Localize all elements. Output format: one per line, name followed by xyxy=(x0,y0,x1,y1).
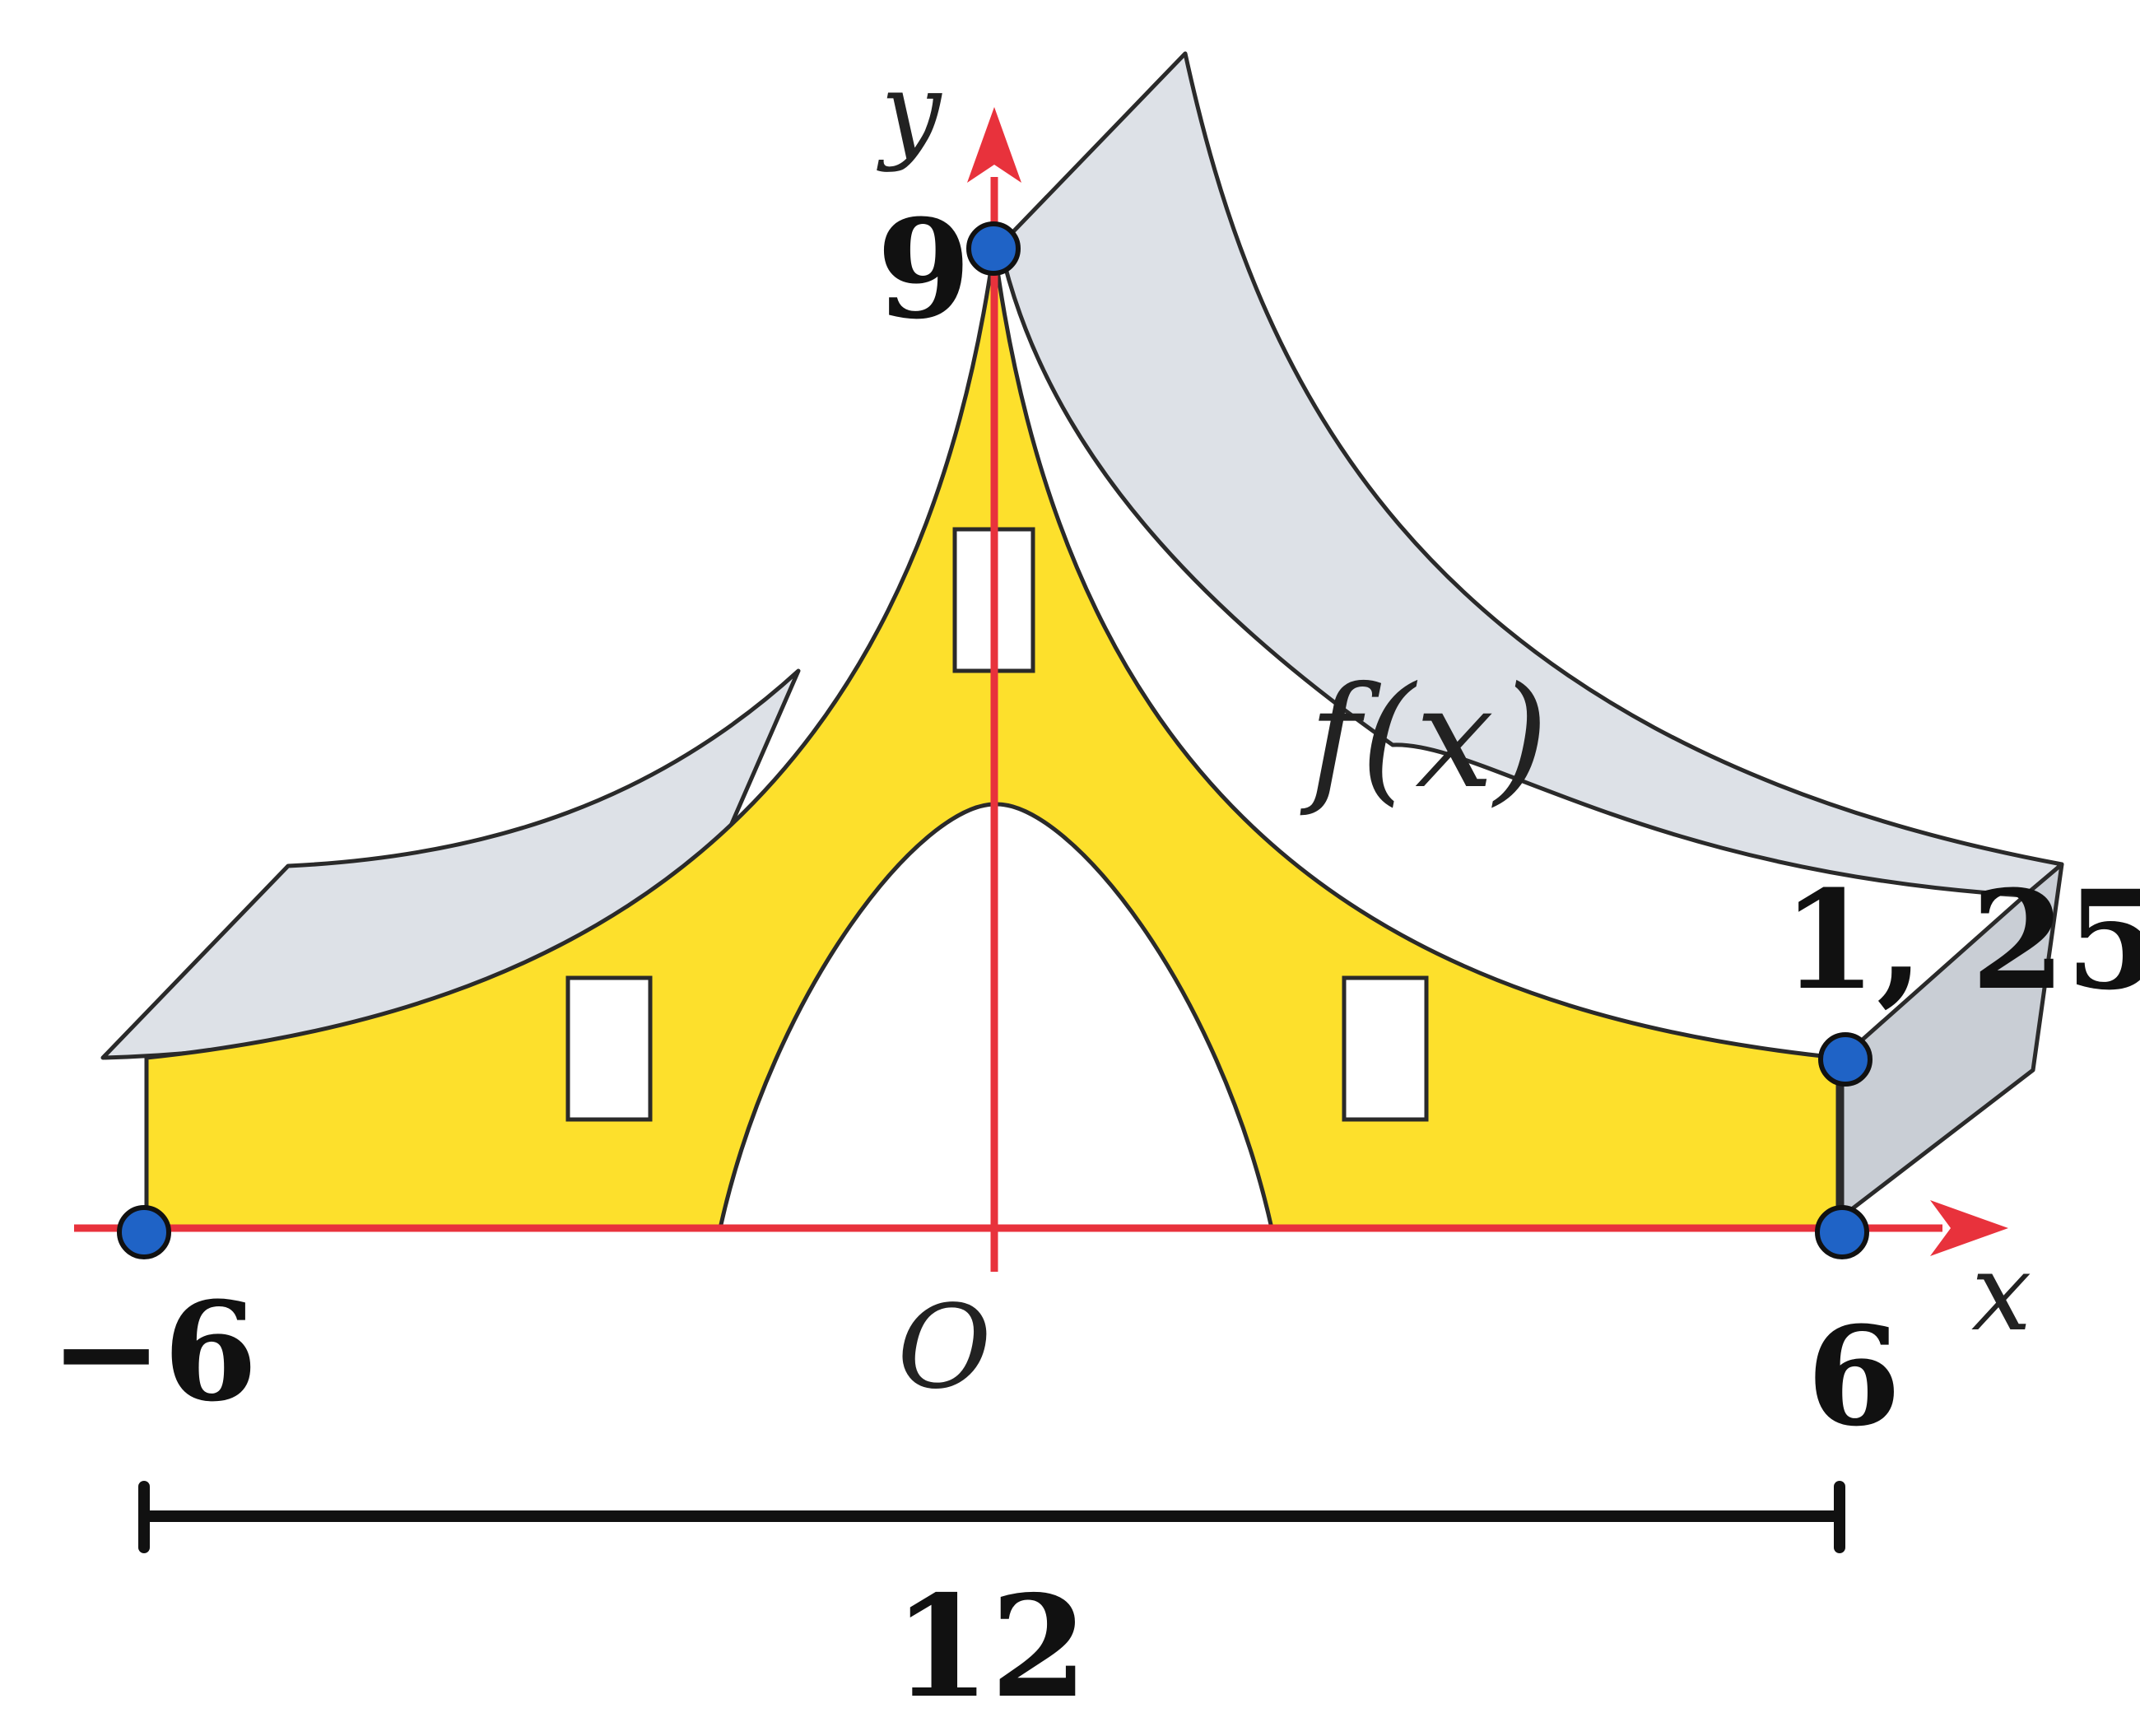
right-x-label: 6 xyxy=(1807,1296,1901,1456)
y-axis-label: y xyxy=(877,49,942,174)
point-peak xyxy=(966,221,1021,276)
curve-label: f(x) xyxy=(1300,657,1548,820)
point-right-base xyxy=(1815,1205,1869,1259)
x-axis-label: x xyxy=(1971,1230,2031,1355)
y-axis-arrow xyxy=(967,107,1021,183)
width-label: 12 xyxy=(893,1565,1088,1729)
window-right xyxy=(1342,975,1429,1122)
x-axis-arrow xyxy=(1930,1200,2008,1256)
point-right-height xyxy=(1818,1032,1872,1087)
right-height-label: 1, 25 xyxy=(1782,860,2140,1020)
roof-right-side xyxy=(1840,862,2064,1219)
left-x-label: −6 xyxy=(49,1272,258,1431)
roof-back-surface xyxy=(998,51,2064,898)
point-left-base xyxy=(117,1205,171,1259)
origin-label: O xyxy=(897,1281,992,1415)
window-left xyxy=(565,975,653,1122)
peak-value-label: 9 xyxy=(877,189,971,349)
